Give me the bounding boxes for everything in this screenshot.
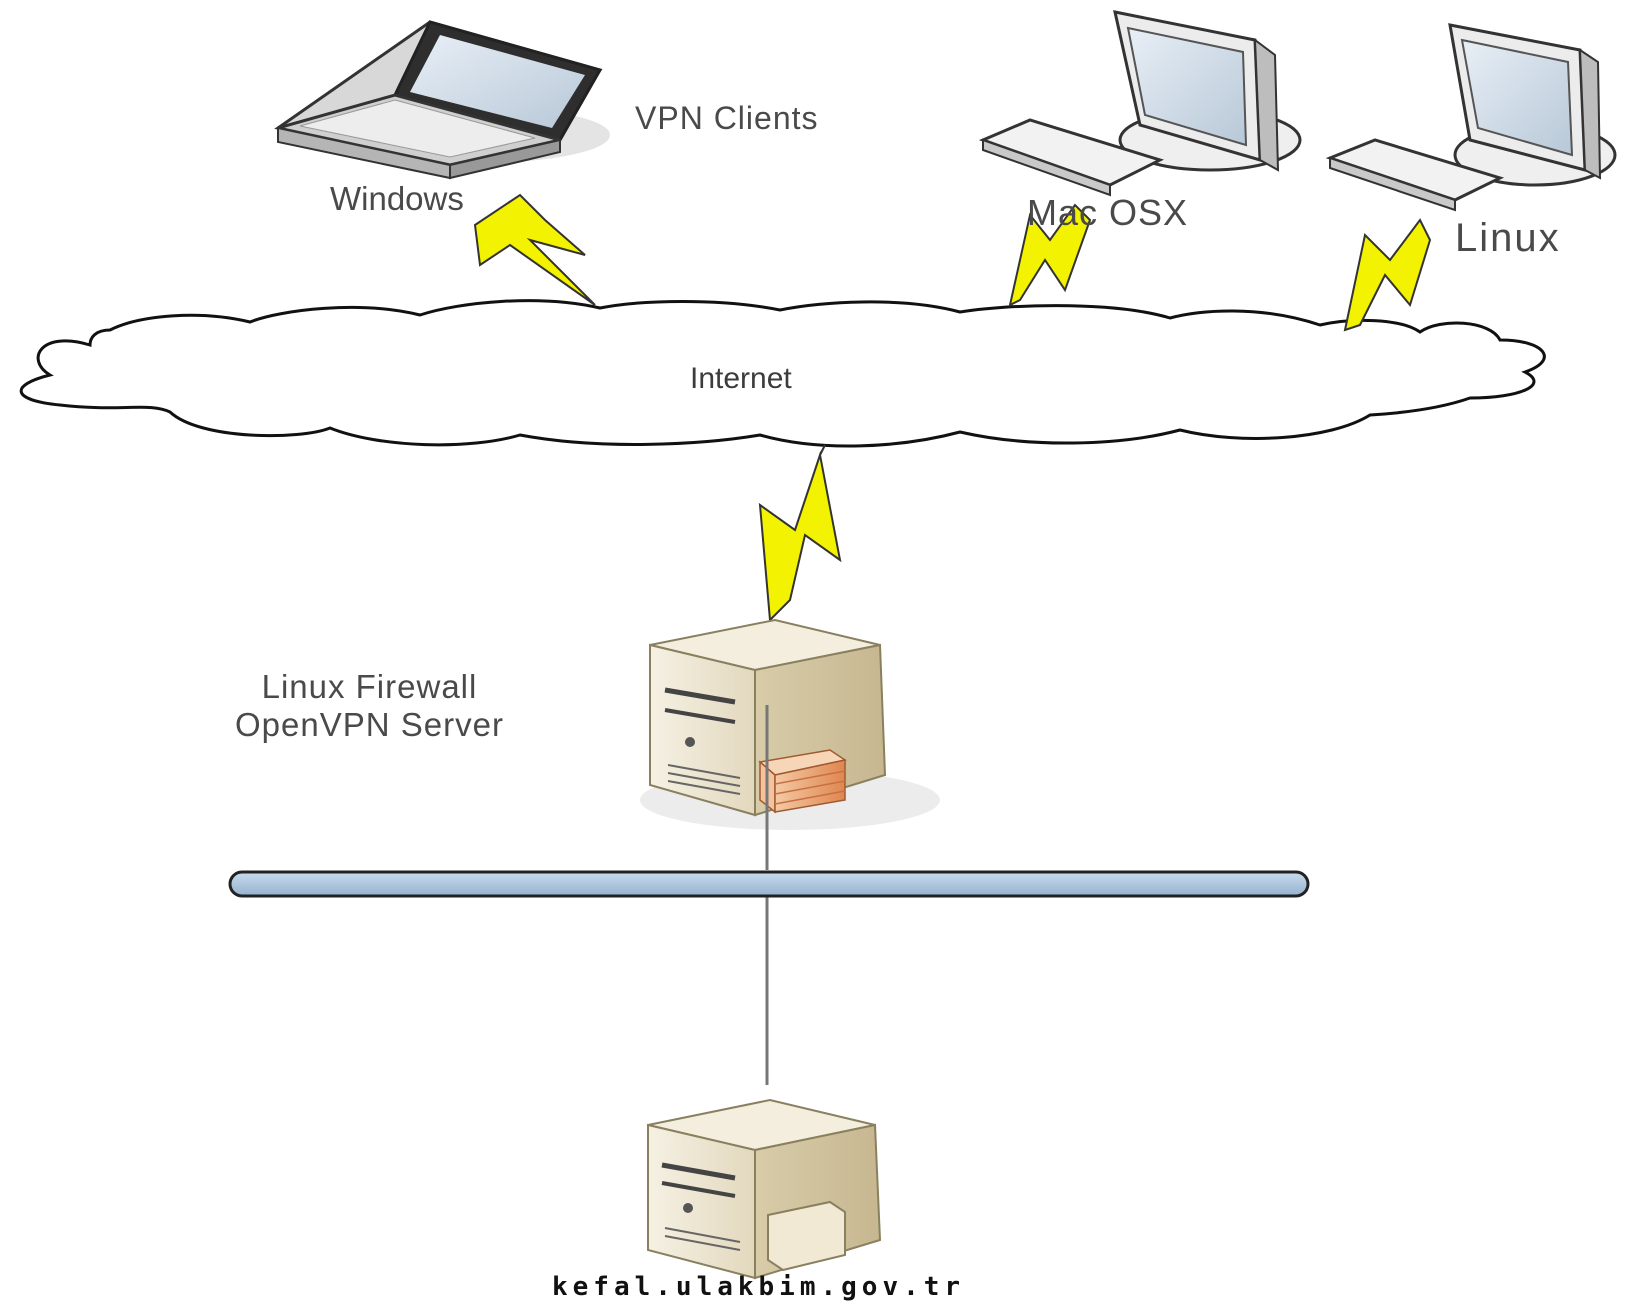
firewall-label-line2: OpenVPN Server [235, 706, 504, 743]
firewall-server-icon [640, 618, 940, 830]
lightning-link-linux [1343, 218, 1432, 332]
internet-label: Internet [690, 362, 792, 395]
linux-label: Linux [1455, 216, 1561, 260]
lightning-link-mac [1008, 203, 1092, 307]
firewall-icon [758, 749, 847, 814]
vpn-clients-label: VPN Clients [635, 100, 819, 136]
laptop-icon [274, 20, 610, 180]
firewall-label-line1: Linux Firewall [261, 668, 478, 705]
network-bus [228, 870, 1310, 898]
desktop-computer-icon-linux [1325, 23, 1617, 212]
lightning-link-server [758, 444, 842, 623]
lightning-link-windows [473, 193, 596, 306]
desktop-computer-icon-mac [978, 10, 1302, 197]
mac-label: Mac OSX [1027, 192, 1189, 233]
server-icon [647, 1098, 882, 1280]
firewall-label: Linux Firewall OpenVPN Server [235, 668, 504, 744]
host-label: kefal.ulakbim.gov.tr [552, 1272, 966, 1302]
internet-cloud-icon [19, 299, 1546, 448]
windows-label: Windows [330, 180, 464, 217]
